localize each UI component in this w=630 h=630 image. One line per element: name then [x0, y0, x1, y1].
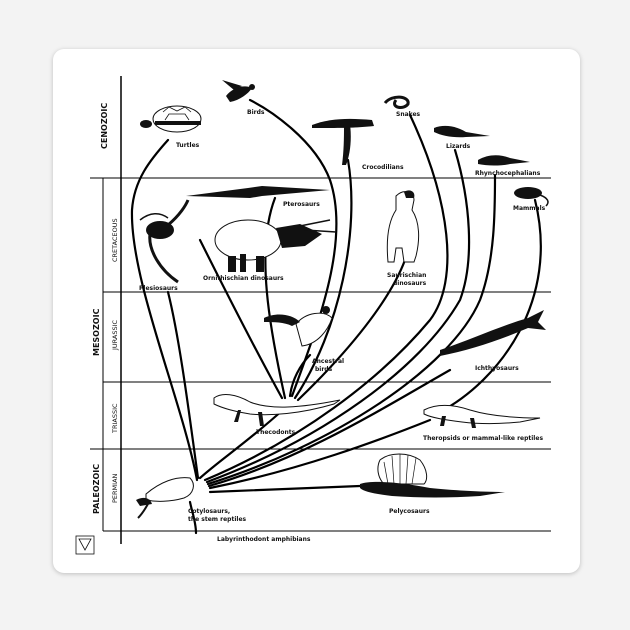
period-label-cretaceous: CRETACEOUS [111, 218, 119, 262]
label-crocodilians: Crocodilians [362, 164, 404, 171]
lineage-pterosaurs [264, 196, 287, 400]
label-pterosaurs: Pterosaurs [283, 201, 320, 208]
era-label-mesozoic: MESOZOIC [92, 308, 101, 356]
label-ornithischian: Ornithischian dinosaurs [203, 275, 284, 282]
lineage-pelycosaurs [208, 484, 362, 494]
label-saurischian-line1: Saurischian [387, 272, 426, 279]
plesiosaur-illustration [139, 199, 190, 284]
crocodilian-illustration [312, 118, 374, 165]
ichthyosaur-illustration [439, 310, 546, 356]
label-turtles: Turtles [176, 142, 200, 149]
lineage-lines [130, 98, 542, 535]
sticker-background [58, 54, 575, 568]
lineage-turtles [130, 138, 199, 482]
cotylosaur-illustration [136, 477, 194, 519]
pterosaur-illustration [186, 186, 330, 198]
turtle-illustration [140, 105, 202, 133]
era-label-paleozoic: PALEOZOIC [92, 464, 101, 514]
label-lizards: Lizards [446, 143, 471, 150]
rhynchocephalian-illustration [478, 155, 530, 166]
label-cotylosaurs-line2: the stem reptiles [188, 516, 247, 523]
label-ancestral-line2: birds [315, 366, 333, 373]
lineage-crocodilians [293, 158, 353, 400]
label-snakes: Snakes [396, 111, 421, 118]
mammal-illustration [514, 187, 549, 207]
label-saurischian-line2: dinosaurs [393, 280, 427, 287]
label-cotylosaurs-line1: Cotylosaurs, [188, 508, 230, 515]
lineage-ornithischian [198, 238, 284, 400]
label-labyrinthodont: Labyrinthodont amphibians [217, 536, 311, 543]
label-theropsids: Theropsids or mammal-like reptiles [423, 435, 543, 442]
lineage-theropsids [208, 418, 432, 490]
saurischian-illustration [386, 190, 420, 263]
label-ichthyosaurs: Ichthyosaurs [475, 365, 519, 372]
pelycosaur-illustration [360, 453, 505, 498]
period-label-triassic: TRIASSIC [111, 403, 119, 434]
period-label-jurassic: JURASSIC [111, 319, 119, 351]
thecodont-illustration [213, 394, 341, 426]
lineage-saurischian [296, 258, 407, 402]
period-label-permian: PERMIAN [111, 473, 119, 503]
lineage-plesiosaurs [166, 290, 200, 480]
ornithischian-illustration [214, 219, 337, 272]
lineage-mammals [438, 198, 542, 414]
ancestral-bird-illustration [264, 306, 333, 347]
label-rhynchocephalians: Rhynchocephalians [475, 170, 541, 177]
label-mammals: Mammals [513, 205, 546, 212]
theropsid-illustration [423, 405, 541, 428]
label-ancestral-line1: Ancestral [312, 358, 344, 365]
bird-illustration [222, 80, 255, 102]
lineage-rhynchocephalians [206, 173, 497, 486]
lineage-to-thecodonts [198, 406, 287, 480]
lineage-lizards [205, 148, 471, 484]
lineage-ancestral-birds [288, 353, 312, 398]
label-pelycosaurs: Pelycosaurs [389, 508, 430, 515]
label-plesiosaurs: Plesiosaurs [139, 285, 178, 292]
snake-illustration [383, 95, 410, 109]
era-label-cenozoic: CENOZOIC [100, 103, 109, 149]
label-thecodonts: Thecodonts [256, 429, 296, 436]
lineage-snakes [203, 113, 449, 482]
lizard-illustration [434, 125, 490, 138]
lineage-ichthyosaurs [207, 368, 452, 488]
logo-mark-icon [75, 535, 95, 555]
label-birds: Birds [247, 109, 265, 116]
lineage-labyrinthodont [188, 500, 198, 535]
